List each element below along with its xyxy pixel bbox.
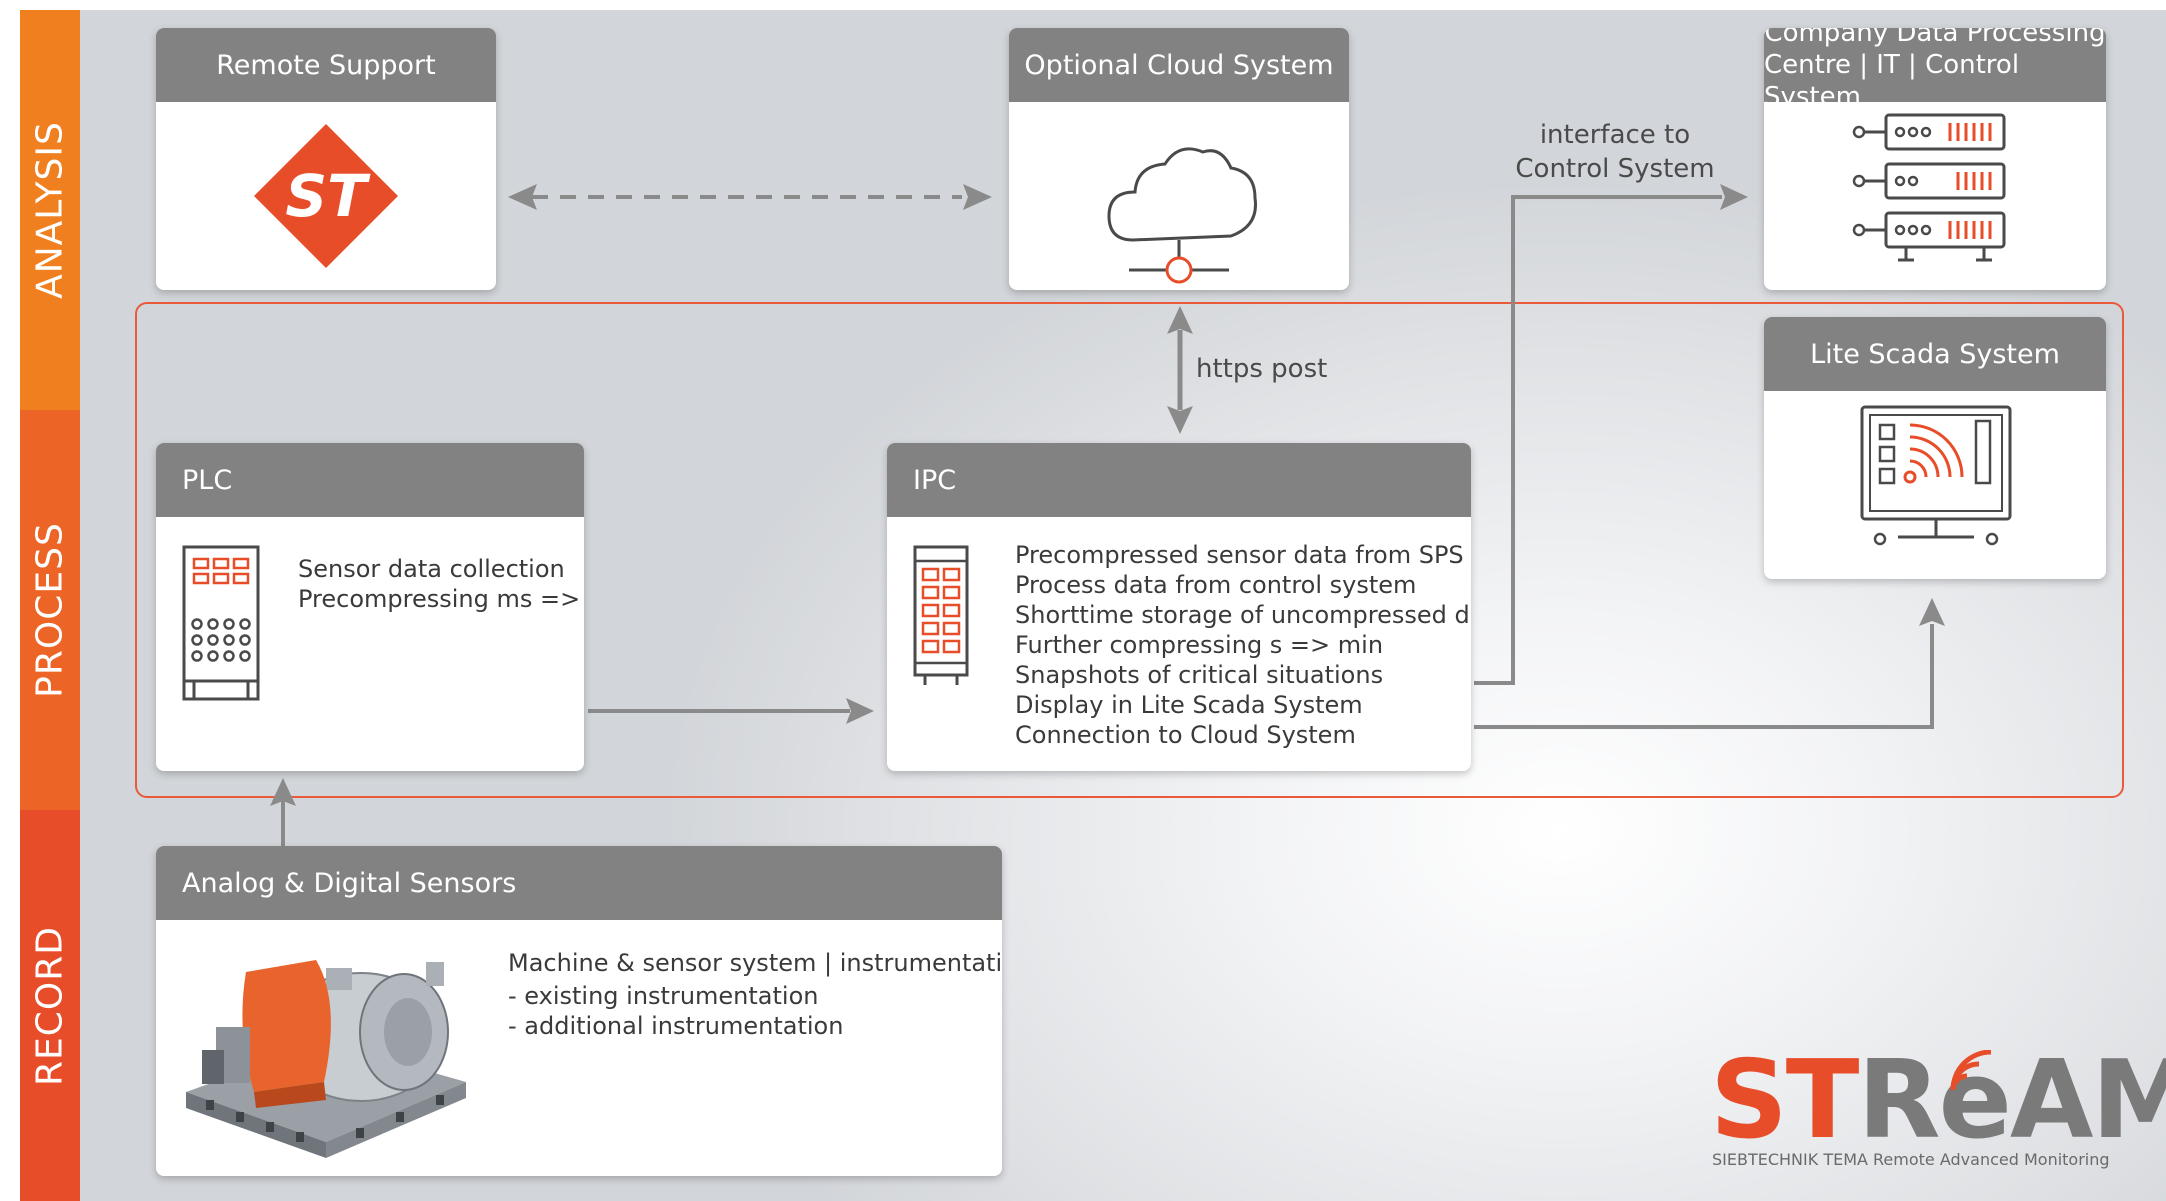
siebtechnik-logo-icon: ST: [254, 124, 398, 268]
company-title: Company Data Processing Centre | IT | Co…: [1764, 28, 2106, 112]
ipc-text: Precompressed sensor data from SPS Proce…: [1015, 540, 1471, 750]
ipc-title: IPC: [887, 443, 1471, 517]
plc-line-1: Sensor data collection: [298, 555, 565, 583]
stream-tagline: SIEBTECHNIK TEMA Remote Advanced Monitor…: [1712, 1150, 2110, 1169]
interface-label: interface to Control System: [1510, 118, 1720, 186]
company-box: Company Data Processing Centre | IT | Co…: [1764, 28, 2106, 290]
stream-logo-st: ST: [1710, 1038, 1859, 1163]
sensors-title: Analog & Digital Sensors: [156, 846, 1002, 920]
scada-title: Lite Scada System: [1764, 317, 2106, 391]
ipc-cabinet-icon: [913, 545, 969, 685]
cloud-title: Optional Cloud System: [1009, 28, 1349, 102]
interface-control-arrow: [1474, 184, 1748, 685]
sensors-text: Machine & sensor system | instrumentatio…: [508, 948, 1002, 1041]
https-post-label: https post: [1196, 354, 1328, 384]
stream-logo-re: Re: [1857, 1038, 2011, 1163]
interface-label-line1: interface to: [1539, 120, 1691, 150]
interface-label-line2: Control System: [1515, 154, 1715, 184]
ipc-line-3: Shorttime storage of uncompressed data: [1015, 601, 1471, 629]
sidebar-section-analysis: ANALYSIS: [20, 10, 80, 410]
https-post-arrow: [1167, 306, 1193, 434]
stream-signal-icon: [1950, 1050, 1992, 1091]
sensors-box: Analog & Digital Sensors Machine & senso…: [156, 846, 1002, 1176]
plc-ipc-arrow: [588, 698, 874, 724]
siebtechnik-logo-text: ST: [285, 162, 371, 230]
centrifuge-machine-icon: [186, 960, 466, 1158]
scada-box: Lite Scada System: [1764, 317, 2106, 579]
company-title-line1: Company Data Processing: [1764, 28, 2106, 48]
plc-cabinet-icon: [182, 545, 260, 701]
ipc-line-2: Process data from control system: [1015, 571, 1417, 599]
ipc-line-1: Precompressed sensor data from SPS: [1015, 541, 1464, 569]
server-unit-1: [1852, 113, 2006, 151]
monitor-signal-icon: [1860, 405, 2012, 546]
sensors-plc-arrow: [270, 778, 296, 846]
sidebar-section-process: PROCESS: [20, 410, 80, 810]
ipc-box: IPC Precompressed sensor data from SPS P…: [887, 443, 1471, 771]
plc-title: PLC: [156, 443, 584, 517]
sensors-line-3: - additional instrumentation: [508, 1012, 844, 1040]
company-title-line2: Centre | IT | Control System: [1764, 50, 2020, 112]
cloud-box: Optional Cloud System: [1009, 28, 1349, 290]
sensors-line-1: Machine & sensor system | instrumentatio…: [508, 949, 1002, 977]
remote-cloud-dashed-arrow: [508, 184, 992, 210]
plc-line-2: Precompressing ms => s: [298, 585, 584, 613]
cloud-network-icon: [1107, 147, 1257, 284]
sidebar-section-record: RECORD: [20, 810, 80, 1201]
ipc-scada-arrow: [1474, 598, 1945, 729]
server-unit-3: [1852, 211, 2006, 262]
sensors-line-2: - existing instrumentation: [508, 982, 819, 1010]
process-frame: [135, 302, 2124, 798]
server-rack-icon: [1852, 113, 2006, 262]
stream-logo-am: AM: [2009, 1038, 2166, 1163]
ipc-line-6: Display in Lite Scada System: [1015, 691, 1363, 719]
ipc-line-7: Connection to Cloud System: [1015, 721, 1356, 749]
server-unit-2: [1852, 162, 2006, 200]
plc-text: Sensor data collection Precompressing ms…: [298, 554, 584, 614]
ipc-line-4: Further compressing s => min: [1015, 631, 1384, 659]
remote-support-box: Remote Support ST: [156, 28, 496, 290]
plc-box: PLC Sensor data collection Precompressin…: [156, 443, 584, 771]
ipc-line-5: Snapshots of critical situations: [1015, 661, 1384, 689]
remote-support-title: Remote Support: [156, 28, 496, 102]
stream-logo: STReAM: [1710, 1046, 2166, 1156]
